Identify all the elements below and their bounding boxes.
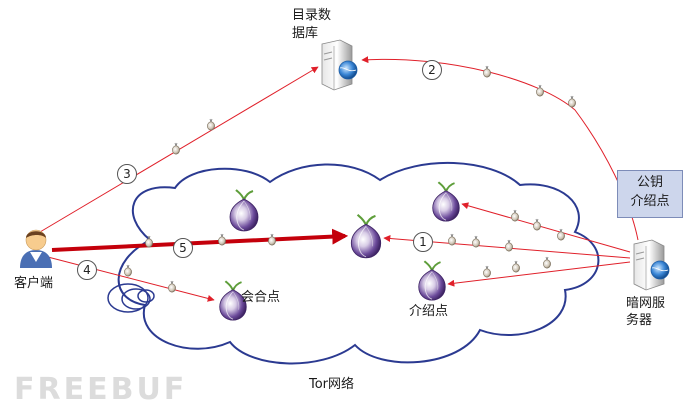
relay-mark-icon	[483, 65, 491, 78]
relay-mark-icon	[218, 233, 226, 246]
onion-routers	[219, 181, 460, 321]
relay-mark-icon	[483, 265, 491, 278]
relay-marks	[124, 65, 576, 293]
onion-router-icon	[432, 181, 460, 222]
intro-point-label: 介绍点	[409, 304, 449, 319]
relay-mark-icon	[268, 233, 276, 246]
relay-mark-icon	[172, 142, 180, 155]
onion-router-icon	[219, 280, 247, 321]
relay-mark-icon	[511, 209, 519, 222]
watermark: FREEBUF	[14, 372, 188, 407]
directory-db-label-line2: 据库	[292, 26, 319, 41]
relay-mark-icon	[533, 218, 541, 231]
arrow-client-to-rendezvous	[43, 255, 215, 302]
public-key-intro-box: 公钥 介绍点	[617, 170, 683, 218]
step-2-badge: 2	[422, 60, 442, 80]
relay-mark-icon	[505, 239, 513, 252]
arrow-server-to-intro-top	[461, 202, 631, 253]
tor-network-label: Tor网络	[309, 377, 355, 392]
relay-mark-icon	[124, 264, 132, 277]
onion-router-icon	[229, 189, 259, 232]
client-label: 客户端	[14, 276, 54, 291]
public-key-line2: 介绍点	[630, 194, 670, 209]
dark-web-server-icon	[633, 239, 670, 291]
dark-server-label-line1: 暗网服	[626, 296, 666, 311]
step-1-badge: 1	[413, 232, 433, 252]
relay-mark-icon	[512, 260, 520, 273]
relay-mark-icon	[557, 228, 565, 241]
rendezvous-point-label: 会合点	[241, 290, 281, 305]
directory-db-label-line1: 目录数	[292, 8, 332, 23]
arrow-server-to-intro-point	[447, 261, 631, 287]
onion-router-icon	[418, 260, 446, 301]
relay-mark-icon	[207, 118, 215, 131]
step-4-badge: 4	[77, 260, 97, 280]
circuit-loop	[107, 283, 155, 313]
arrow-client-to-center-relay	[51, 228, 349, 252]
relay-mark-icon	[568, 95, 576, 108]
relay-mark-icon	[472, 235, 480, 248]
onion-router-icon	[350, 214, 382, 259]
relay-mark-icon	[145, 235, 153, 248]
tor-network-cloud	[117, 161, 600, 365]
step-5-badge: 5	[173, 238, 193, 258]
dark-server-label-line2: 务器	[626, 313, 653, 328]
directory-server-icon	[321, 39, 358, 91]
relay-mark-icon	[448, 233, 456, 246]
relay-mark-icon	[536, 84, 544, 97]
step-3-badge: 3	[117, 164, 137, 184]
public-key-line1: 公钥	[636, 175, 663, 190]
relay-mark-icon	[543, 256, 551, 269]
client-user-icon	[20, 229, 52, 268]
relay-mark-icon	[168, 280, 176, 293]
